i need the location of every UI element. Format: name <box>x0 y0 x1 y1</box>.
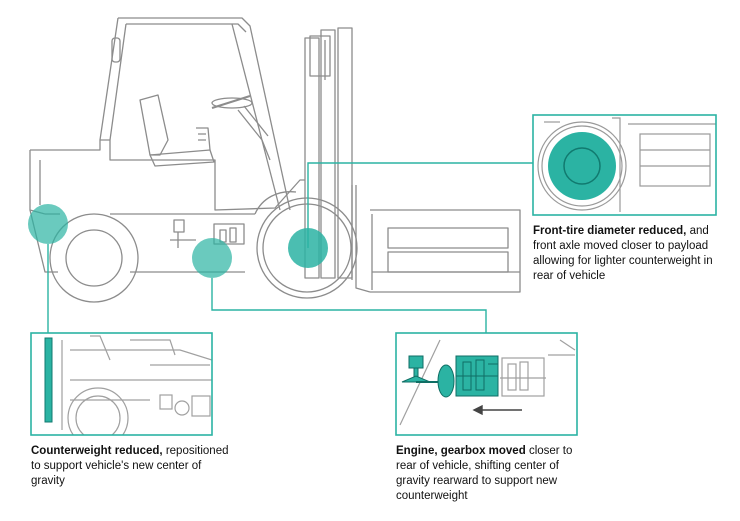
engine-caption-bold: Engine, gearbox moved <box>396 445 526 457</box>
front-tire-caption-bold: Front-tire diameter reduced, <box>533 225 687 237</box>
forklift-illustration <box>29 17 521 303</box>
counterweight-detail <box>30 332 213 436</box>
body <box>29 139 305 273</box>
front-wheel <box>256 197 358 299</box>
arrow-left-icon <box>472 404 522 416</box>
counterweight-caption-text: repositioned to support vehicle's new ce… <box>31 445 229 487</box>
steering <box>211 95 271 161</box>
front-tire-caption-text: and front axle moved closer to payload a… <box>533 225 713 282</box>
engine-caption-text: closer to rear of vehicle, shifting cent… <box>396 445 573 502</box>
counterweight-caption-bold: Counterweight reduced, <box>31 445 163 457</box>
counterweight-caption: Counterweight reduced, repositioned to s… <box>31 444 231 489</box>
engine-small <box>170 219 245 248</box>
engine-caption: Engine, gearbox moved closer to rear of … <box>396 444 596 504</box>
connector-lines <box>47 162 533 333</box>
seat <box>139 94 215 167</box>
counterweight-marker <box>28 204 68 244</box>
front-tire-caption: Front-tire diameter reduced, and front a… <box>533 224 733 284</box>
overhead-guard <box>99 17 291 211</box>
engine-gearbox <box>401 355 499 398</box>
mast <box>304 27 353 279</box>
engine-detail <box>395 332 578 436</box>
fork <box>351 185 521 293</box>
front-tire-detail <box>532 114 717 216</box>
rear-wheel <box>49 213 139 303</box>
engine-marker <box>192 238 232 278</box>
